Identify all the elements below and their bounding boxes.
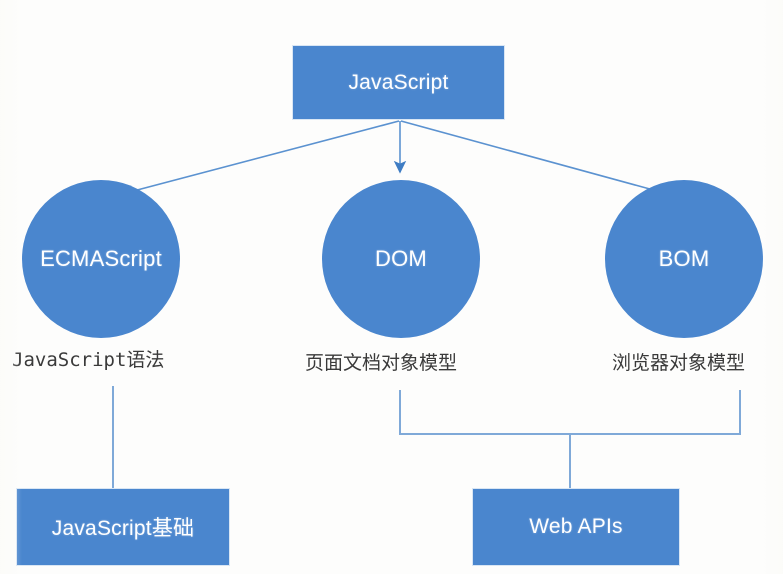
caption-bom: 浏览器对象模型: [612, 352, 746, 374]
edge-dom-bom-to-web-apis: [399, 390, 741, 435]
caption-dom: 页面文档对象模型: [305, 352, 458, 374]
node-javascript[interactable]: JavaScript: [292, 45, 505, 120]
node-web-apis[interactable]: Web APIs: [472, 488, 680, 566]
node-bom[interactable]: BOM: [605, 180, 763, 338]
node-dom[interactable]: DOM: [322, 180, 480, 338]
edge-javascript-to-bom: [400, 120, 670, 198]
node-javascript-basics[interactable]: JavaScript基础: [16, 488, 230, 566]
node-ecmascript[interactable]: ECMAScript: [22, 180, 180, 338]
edge-javascript-to-ecmascript: [120, 120, 400, 198]
caption-ecmascript: JavaScript语法: [12, 349, 165, 371]
